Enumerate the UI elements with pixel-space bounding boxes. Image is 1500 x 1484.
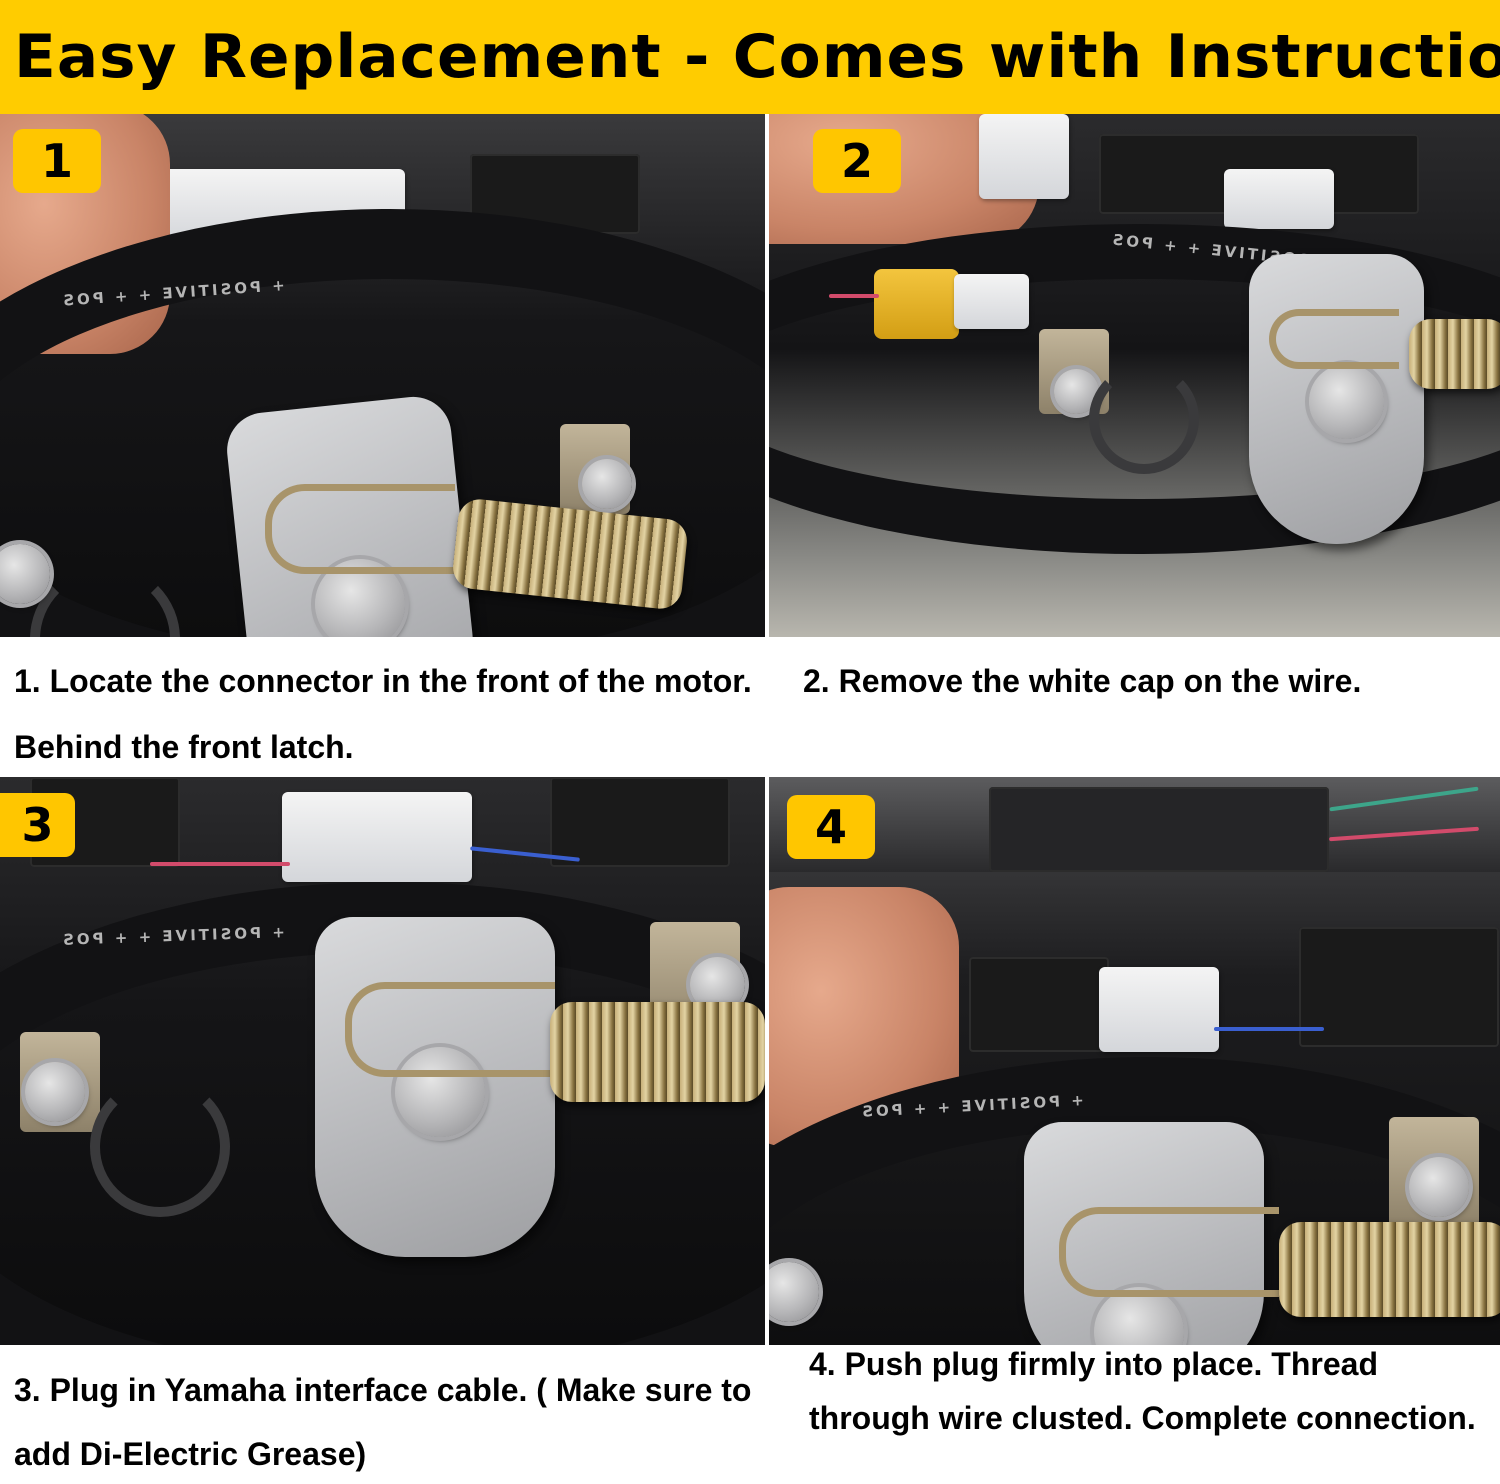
pink-wire [829,294,879,298]
spring-hook [265,484,455,574]
banner-title: Easy Replacement - Comes with Instructio… [14,22,1500,92]
step-2-badge: 2 [813,129,901,193]
clip-bolt [1409,1157,1469,1217]
spring-hook [1059,1207,1279,1297]
step-3-caption: 3. Plug in Yamaha interface cable. ( Mak… [14,1372,752,1472]
side-bolt [25,1062,85,1122]
pink-wire [150,862,290,866]
black-connector-right [1299,927,1499,1047]
white-connector [282,792,472,882]
white-cap [979,114,1069,199]
title-banner: Easy Replacement - Comes with Instructio… [0,0,1500,114]
spring [1279,1222,1500,1317]
black-connector-right [550,777,730,867]
step-4-caption: 4. Push plug firmly into place. Thread t… [809,1346,1476,1436]
white-connector-plug [954,274,1029,329]
step-1-photo: + POSITIVE + + POS 1 [0,114,765,637]
spring-hook [1269,309,1399,369]
step-4-badge: 4 [787,795,875,859]
step-3-photo: + POSITIVE + + POS 3 [0,777,765,1345]
clip-bolt [582,459,632,509]
spring [550,1002,765,1102]
step-3-badge: 3 [0,793,75,857]
latch-bolt [395,1047,485,1137]
step-2-caption: 2. Remove the white cap on the wire. [803,663,1362,699]
white-connector [1224,169,1334,229]
spring-hook [345,982,555,1077]
step-1-badge: 1 [13,129,101,193]
black-plug [969,957,1109,1052]
side-bolt [0,544,50,604]
spring [1409,319,1500,389]
white-connector [1099,967,1219,1052]
step-1-caption: 1. Locate the connector in the front of … [14,663,752,765]
step-4-photo: + POSITIVE + + POS 4 [769,777,1500,1345]
side-bolt [769,1262,819,1322]
blue-wire [1214,1027,1324,1031]
c-ring [1089,364,1199,474]
motor-cylinder [989,787,1329,872]
yellow-connector [874,269,959,339]
c-ring [90,1077,230,1217]
step-2-photo: + POSITIVE + + POS 2 [769,114,1500,637]
latch-bolt [1309,364,1384,439]
